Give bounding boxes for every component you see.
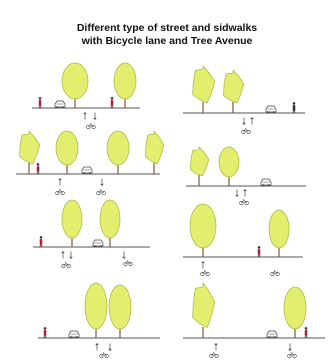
arrow-down-icon	[235, 189, 239, 198]
tree-icon	[192, 65, 216, 113]
arrow-down-icon	[108, 343, 112, 352]
arrow-up-icon	[83, 111, 87, 120]
bicycle-icon	[61, 261, 71, 269]
arrow-down-icon	[122, 251, 126, 260]
tree-icon	[106, 130, 130, 174]
bicycle-icon	[99, 351, 109, 359]
arrow-down-icon	[93, 112, 97, 121]
tree-icon	[113, 62, 137, 108]
tree-icon	[19, 130, 41, 174]
arrow-down-icon	[100, 178, 104, 187]
car-icon	[68, 330, 80, 339]
car-icon	[266, 330, 278, 339]
car-icon	[260, 178, 272, 187]
tree-icon	[61, 62, 89, 108]
arrow-up-icon	[58, 177, 62, 186]
tree-icon	[99, 199, 121, 247]
pedestrian-icon	[257, 246, 261, 258]
bicycle-icon	[287, 351, 297, 359]
pedestrian-icon	[304, 327, 308, 339]
pedestrian-icon	[38, 97, 42, 109]
tree-icon	[108, 284, 132, 338]
tree-icon	[55, 130, 79, 174]
bicycle-icon	[200, 269, 210, 277]
bicycle-icon	[55, 188, 65, 196]
arrow-up-icon	[250, 116, 254, 125]
tree-icon	[61, 199, 83, 247]
tree-icon	[223, 69, 245, 113]
arrow-up-icon	[201, 260, 205, 269]
arrow-up-icon	[214, 342, 218, 351]
arrow-up-icon	[95, 342, 99, 351]
title-line-1: Different type of street and sidwalks	[76, 22, 258, 34]
car-icon	[54, 100, 66, 109]
tree-icon	[192, 282, 216, 338]
bicycle-icon	[270, 269, 280, 277]
arrow-up-icon	[243, 188, 247, 197]
bicycle-icon	[123, 259, 133, 267]
arrow-up-icon	[61, 250, 65, 259]
pedestrian-icon	[292, 102, 296, 114]
pedestrian-icon	[36, 163, 40, 175]
arrow-down-icon	[69, 251, 73, 260]
tree-icon	[283, 286, 307, 338]
car-icon	[92, 239, 104, 248]
bicycle-icon	[241, 127, 251, 135]
bicycle-icon	[96, 188, 106, 196]
pedestrian-icon	[39, 236, 43, 248]
car-icon	[265, 105, 277, 114]
tree-icon	[189, 203, 217, 257]
tree-icon	[268, 209, 290, 257]
bicycle-icon	[209, 351, 219, 359]
tree-icon	[189, 146, 210, 186]
tree-icon	[218, 146, 240, 186]
arrow-down-icon	[242, 117, 246, 126]
diagram-title: Different type of street and sidwalks wi…	[0, 22, 334, 48]
tree-icon	[84, 282, 108, 338]
bicycle-icon	[239, 198, 249, 206]
pedestrian-icon	[110, 97, 114, 109]
title-line-2: with Bicycle lane and Tree Avenue	[81, 35, 253, 47]
tree-icon	[144, 130, 165, 174]
pedestrian-icon	[43, 327, 47, 339]
bicycle-icon	[86, 122, 96, 130]
car-icon	[81, 166, 93, 175]
arrow-down-icon	[288, 343, 292, 352]
